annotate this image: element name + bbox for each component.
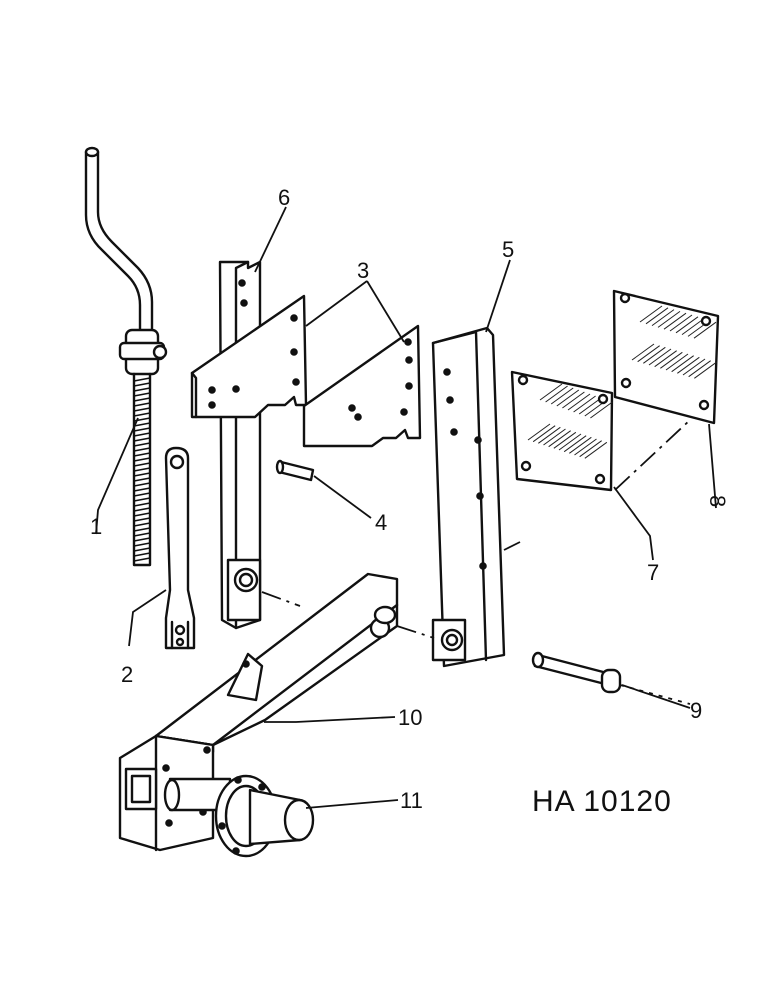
part-7-pad [510, 370, 614, 492]
part-5-channel [431, 326, 506, 668]
part-3-plates [190, 294, 422, 448]
part-10-beam [118, 572, 399, 852]
part-9-bolt [531, 651, 622, 694]
part-11-spindle-hub [163, 774, 315, 858]
callout-3: 3 [357, 258, 369, 283]
callout-1: 1 [90, 514, 102, 539]
part-2-link-arm [164, 446, 196, 650]
callout-9: 9 [690, 698, 702, 723]
callout-6: 6 [278, 185, 290, 210]
callout-8: 8 [705, 495, 730, 507]
callout-leaders [95, 206, 717, 809]
callout-4: 4 [375, 510, 387, 535]
callout-11: 11 [400, 788, 423, 813]
part-6-bracket [218, 260, 262, 630]
part-1-crank-screw [84, 146, 168, 567]
callout-10: 10 [398, 705, 422, 730]
callout-5: 5 [502, 237, 514, 262]
part-4-pin [275, 459, 315, 482]
callout-2: 2 [121, 662, 133, 687]
drawing-code: HA 10120 [532, 785, 672, 818]
part-8-pad [612, 289, 720, 425]
callout-7: 7 [647, 560, 659, 585]
